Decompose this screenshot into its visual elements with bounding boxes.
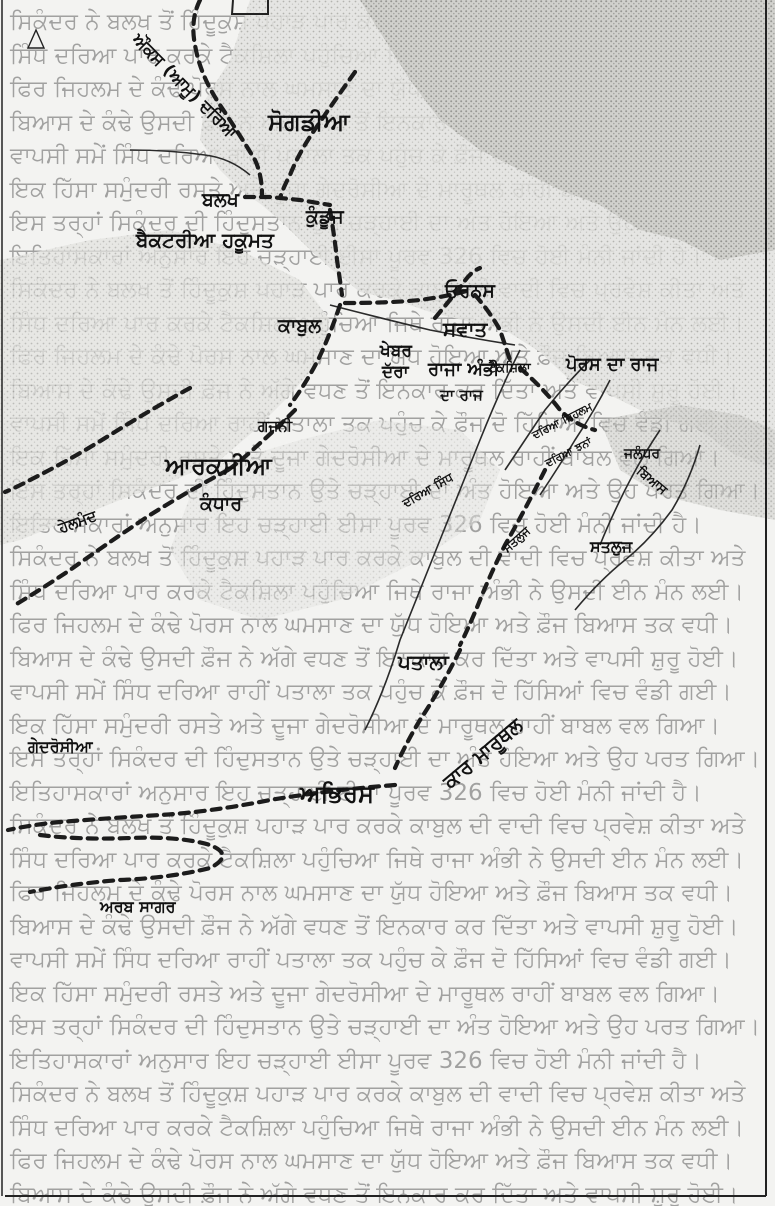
- background-text-line: ਸਿਕੰਦਰ ਨੇ ਬਲਖ ਤੋਂ ਹਿੰਦੂਕੁਸ਼ ਪਹਾੜ ਪਾਰ ਕਰਕ…: [10, 1081, 746, 1107]
- background-text-line: ਇਕ ਹਿੱਸਾ ਸਮੁੰਦਰੀ ਰਸਤੇ ਅਤੇ ਦੂਜਾ ਗੇਦਰੋਸੀਆ …: [10, 980, 720, 1007]
- background-text-line: ਸਿੰਧ ਦਰਿਆ ਪਾਰ ਕਰਕੇ ਟੈਕਸ਼ਿਲਾ ਪਹੁੰਚਿਆ ਜਿਥੇ…: [10, 1114, 744, 1141]
- terrain-shading: [0, 0, 775, 620]
- background-text-line: ਫਿਰ ਜਿਹਲਮ ਦੇ ਕੰਢੇ ਪੋਰਸ ਨਾਲ ਘਮਸਾਣ ਦਾ ਯੁੱਧ…: [10, 880, 733, 906]
- oxus-river-line: [129, 149, 251, 176]
- background-text-line: ਸਿੰਧ ਦਰਿਆ ਪਾਰ ਕਰਕੇ ਟੈਕਸ਼ਿਲਾ ਪਹੁੰਚਿਆ ਜਿਥੇ…: [10, 846, 744, 873]
- kabul-river-line: [329, 304, 516, 346]
- label-taxila: ਟੈਕਸ਼ਿਲਾ: [488, 361, 531, 376]
- route-jhelum-south: [457, 467, 548, 648]
- label-patala: ਪਤਾਲਾ: [398, 650, 449, 674]
- label-kabul: ਕਾਬੁਲ: [278, 315, 322, 337]
- route-ghazni-kandahar: [225, 407, 298, 473]
- background-text-line: ਬਿਆਸ ਦੇ ਕੰਢੇ ਉਸਦੀ ਫ਼ੌਜ ਨੇ ਅੱਗੇ ਵਧਣ ਤੋਂ ਇ…: [10, 913, 739, 940]
- sutlej-river-line: [574, 444, 701, 611]
- label-sogdiana: ਸੋਗਡੀਆ: [268, 108, 350, 136]
- route-kabul-south: [287, 302, 343, 408]
- label-khyber-2: ਦੱਰਾ: [382, 362, 409, 382]
- route-sogdiana-kunduz: [277, 69, 358, 201]
- label-balkh: ਬਲਖ: [202, 189, 239, 211]
- background-text-line: ਬਿਆਸ ਦੇ ਕੰਢੇ ਉਸਦੀ ਫ਼ੌਜ ਨੇ ਅੱਗੇ ਵਧਣ ਤੋਂ ਇ…: [10, 1181, 739, 1206]
- chenab-river-line: [539, 379, 611, 496]
- route-sea-loop: [27, 832, 225, 895]
- label-arachosia: ਆਰਕਸੀਆ: [165, 452, 272, 480]
- label-kandahar: ਕੰਧਾਰ: [200, 493, 243, 515]
- background-text-line: ਵਾਪਸੀ ਸਮੇਂ ਸਿੰਧ ਦਰਿਆ ਰਾਹੀਂ ਪਤਾਲਾ ਤਕ ਪਹੁੰ…: [10, 679, 732, 705]
- label-uranas: ਓਰਨਸ: [445, 280, 495, 302]
- terrain-south: [170, 420, 500, 620]
- label-kunduz: ਕੁੰਡੂਜ: [306, 206, 344, 228]
- background-text-line: ਸਿੰਧ ਦਰਿਆ ਪਾਰ ਕਰਕੇ ਟੈਕਸ਼ਿਲਾ ਪਹੁੰਚਿਆ ਜਿਥੇ…: [10, 578, 744, 605]
- route-swat-taxila: [472, 292, 513, 363]
- background-text-line: ਇਕ ਹਿੱਸਾ ਸਮੁੰਦਰੀ ਰਸਤੇ ਅਤੇ ਦੂਜਾ ਗੇਦਰੋਸੀਆ …: [10, 712, 720, 739]
- label-gedrosia: ਗੇਦਰੋਸੀਆ: [28, 737, 93, 756]
- terrain-east-patch: [600, 405, 775, 520]
- frame-top-right: [230, 0, 269, 15]
- north-arrow-shape: [26, 28, 46, 49]
- terrain-ridge: [360, 0, 775, 260]
- jhelum-river-line: [504, 359, 591, 471]
- rivers: [129, 149, 701, 731]
- indus-river-line: [364, 349, 521, 731]
- label-khyber-1: ਖੇਬਰ: [380, 341, 412, 361]
- label-abiras: ਅਭਿਰਸ: [300, 780, 374, 808]
- route-taxila-jhelum: [517, 365, 598, 433]
- label-ambhi-2: ਦਾ ਰਾਜ: [440, 386, 483, 404]
- background-text-line: ਇਤਿਹਾਸਕਾਰਾਂ ਅਨੁਸਾਰ ਇਹ ਚੜ੍ਹਾਈ ਈਸਾ ਪੂਰਵ 32…: [10, 1047, 702, 1074]
- label-ambhi-1: ਰਾਜਾ ਅੰਭੀ: [428, 359, 500, 380]
- label-porus: ਪੋਰਸ ਦਾ ਰਾਜ: [566, 354, 659, 375]
- background-text-line: ਇਸ ਤਰ੍ਹਾਂ ਸਿਕੰਦਰ ਦੀ ਹਿੰਦੁਸਤਾਨ ਉਤੇ ਚੜ੍ਹਾਈ…: [10, 1014, 761, 1040]
- background-text-line: ਇਤਿਹਾਸਕਾਰਾਂ ਅਨੁਸਾਰ ਇਹ ਚੜ੍ਹਾਈ ਈਸਾ ਪੂਰਵ 32…: [10, 779, 702, 806]
- label-jalandhar: ਜਲੰਧਰ: [624, 446, 661, 462]
- terrain-west: [0, 230, 330, 545]
- route-balkh-sogdiana: [191, 0, 265, 198]
- label-bactria: ਬੈਕਟਰੀਆ ਹਕੂਮਤ: [136, 228, 274, 252]
- route-kandahar-west: [12, 467, 231, 608]
- route-patala-abiras: [392, 647, 463, 771]
- beas-river-line: [599, 429, 661, 546]
- background-text-line: ਬਿਆਸ ਦੇ ਕੰਢੇ ਉਸਦੀ ਫ਼ੌਜ ਨੇ ਅੱਗੇ ਵਧਣ ਤੋਂ ਇ…: [10, 645, 739, 672]
- route-balkh-kunduz: [242, 194, 333, 208]
- label-swat: ਸਵਾਤ: [443, 317, 488, 341]
- background-text-line: ਫਿਰ ਜਿਹਲਮ ਦੇ ਕੰਢੇ ਪੋਰਸ ਨਾਲ ਘਮਸਾਣ ਦਾ ਯੁੱਧ…: [10, 612, 733, 638]
- background-text-line: ਇਸ ਤਰ੍ਹਾਂ ਸਿਕੰਦਰ ਦੀ ਹਿੰਦੁਸਤਾਨ ਉਤੇ ਚੜ੍ਹਾਈ…: [10, 746, 761, 772]
- label-arabian-sea: ਅਰਬ ਸਾਗਰ: [100, 897, 176, 916]
- route-swat-aornos: [432, 265, 483, 321]
- route-lines: [2, 0, 598, 895]
- background-text-line: ਵਾਪਸੀ ਸਮੇਂ ਸਿੰਧ ਦਰਿਆ ਰਾਹੀਂ ਪਤਾਲਾ ਤਕ ਪਹੁੰ…: [10, 947, 732, 973]
- label-ghazni: ਗਜ਼ਨੀ: [258, 417, 293, 435]
- north-arrow: [26, 28, 46, 49]
- background-text-line: ਫਿਰ ਜਿਹਲਮ ਦੇ ਕੰਢੇ ਪੋਰਸ ਨਾਲ ਘਮਸਾਣ ਦਾ ਯੁੱਧ…: [10, 1148, 733, 1174]
- route-coast: [5, 782, 398, 833]
- route-kandahar-north: [2, 385, 193, 495]
- label-sutlej-2: ਸਤਲੁਜ: [590, 537, 633, 556]
- route-kunduz-kabul: [327, 207, 345, 298]
